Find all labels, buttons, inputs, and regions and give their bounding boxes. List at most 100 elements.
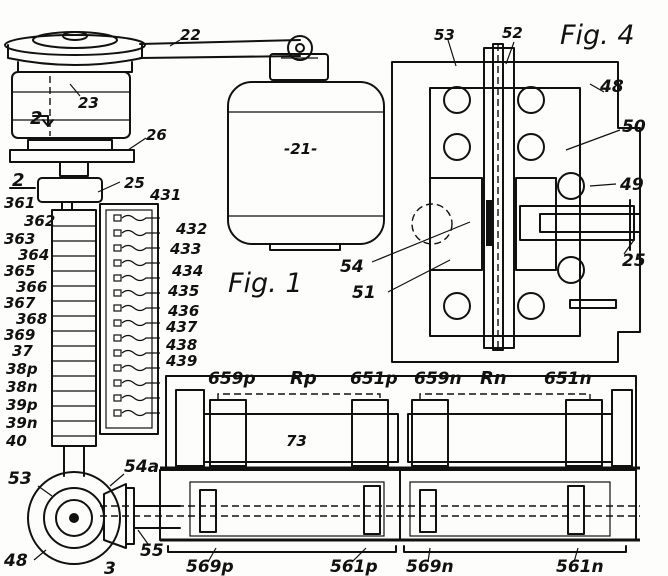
- leader-lines: [33, 39, 635, 563]
- ref-39p: 39p: [6, 396, 38, 414]
- ref-Rp: Rp: [290, 368, 317, 389]
- brush-contact: [113, 379, 122, 387]
- brush-contact: [113, 214, 122, 222]
- brush-spring: [121, 319, 160, 327]
- brush-spring: [121, 364, 160, 372]
- brush-spring: [121, 334, 160, 342]
- ref-651p: 651p: [350, 369, 398, 389]
- brush-spring: [121, 304, 160, 312]
- ref-48-fig1: 48: [3, 551, 28, 571]
- machine-frame: [100, 375, 640, 553]
- ref-2-lower: 2: [12, 170, 25, 191]
- ref-53-fig1: 53: [8, 469, 32, 489]
- brush-spring: [121, 409, 160, 417]
- ref-364: 364: [18, 246, 49, 264]
- brush-contact: [113, 319, 122, 327]
- ref-431: 431: [149, 186, 181, 204]
- pulley-assembly: [4, 31, 146, 139]
- ref-2-upper: 2: [30, 108, 43, 129]
- ref-21: -21-: [284, 140, 317, 158]
- brush-contact: [113, 334, 122, 342]
- ref-39n: 39n: [6, 414, 38, 432]
- ref-366: 366: [16, 278, 47, 296]
- base-plate-26: [9, 115, 135, 203]
- brush-contact: [113, 244, 122, 252]
- slip-ring-end-view: [27, 445, 181, 565]
- brush-spring: [121, 349, 160, 357]
- reference-numerals: 22 23 -21- 26 2 2 25 361 362 363 364 365…: [3, 24, 646, 576]
- brush-spring: [121, 229, 160, 237]
- ref-436: 436: [167, 302, 199, 320]
- brush-spring: [121, 289, 160, 297]
- ref-651n: 651n: [544, 369, 592, 389]
- brush-spring: [121, 379, 160, 387]
- ref-438: 438: [165, 336, 197, 354]
- ref-569n: 569n: [406, 557, 454, 576]
- ref-439: 439: [165, 352, 197, 370]
- ref-659p: 659p: [208, 369, 256, 389]
- ref-51: 51: [352, 283, 376, 303]
- figure-labels: Fig. 4 Fig. 1: [228, 20, 635, 299]
- ref-569p: 569p: [186, 557, 234, 576]
- brush-contact: [113, 229, 122, 237]
- ref-362: 362: [24, 212, 55, 230]
- ref-25-fig1: 25: [124, 174, 145, 192]
- brush-spring: [121, 259, 160, 267]
- ref-433: 433: [169, 240, 201, 258]
- brush-spring: [121, 244, 160, 252]
- ref-367: 367: [4, 294, 36, 312]
- fig4-label: Fig. 4: [560, 20, 635, 51]
- ref-55: 55: [140, 541, 164, 561]
- ref-37: 37: [12, 342, 33, 360]
- ref-432: 432: [175, 220, 207, 238]
- ref-434: 434: [171, 262, 203, 280]
- ref-48-fig4: 48: [599, 77, 624, 97]
- ref-54a: 54a: [124, 457, 159, 477]
- ref-368: 368: [16, 310, 47, 328]
- ref-52: 52: [502, 24, 523, 42]
- ref-50: 50: [622, 117, 646, 137]
- motor-21: [227, 81, 385, 251]
- brush-contact: [113, 304, 122, 312]
- bearing-balls: [443, 86, 585, 320]
- ref-435: 435: [167, 282, 199, 300]
- ref-40: 40: [5, 432, 27, 450]
- ref-26: 26: [146, 126, 167, 144]
- ref-54: 54: [340, 257, 364, 277]
- bearing-housing-48: [391, 43, 641, 363]
- ref-3: 3: [104, 559, 116, 576]
- ref-25-fig4: 25: [622, 251, 646, 271]
- brush-contact: [113, 394, 122, 402]
- brush-contact: [113, 289, 122, 297]
- ref-73: 73: [286, 432, 307, 450]
- ref-38p: 38p: [6, 360, 38, 378]
- ref-53-fig4: 53: [434, 26, 455, 44]
- ref-561n: 561n: [556, 557, 604, 576]
- ref-49: 49: [619, 175, 644, 195]
- brush-spring: [121, 274, 160, 282]
- ref-365: 365: [4, 262, 35, 280]
- ref-Rn: Rn: [480, 368, 507, 389]
- brush-contact: [113, 349, 122, 357]
- commutator-stack: [51, 201, 97, 447]
- ref-22: 22: [180, 26, 201, 44]
- ref-561p: 561p: [330, 557, 378, 576]
- ref-363: 363: [4, 230, 35, 248]
- brush-contact: [113, 409, 122, 417]
- brush-holder: [99, 203, 160, 435]
- ref-437: 437: [165, 318, 198, 336]
- ref-361: 361: [4, 194, 35, 212]
- ref-369: 369: [4, 326, 35, 344]
- brush-spring: [121, 394, 160, 402]
- ref-38n: 38n: [6, 378, 38, 396]
- brush-contact: [113, 259, 122, 267]
- ref-659n: 659n: [414, 369, 462, 389]
- brush-contact: [113, 364, 122, 372]
- brush-contact: [113, 274, 122, 282]
- brush-spring: [121, 214, 160, 222]
- fig1-label: Fig. 1: [228, 268, 303, 299]
- drive-belt: [139, 35, 329, 81]
- ref-23: 23: [78, 94, 99, 112]
